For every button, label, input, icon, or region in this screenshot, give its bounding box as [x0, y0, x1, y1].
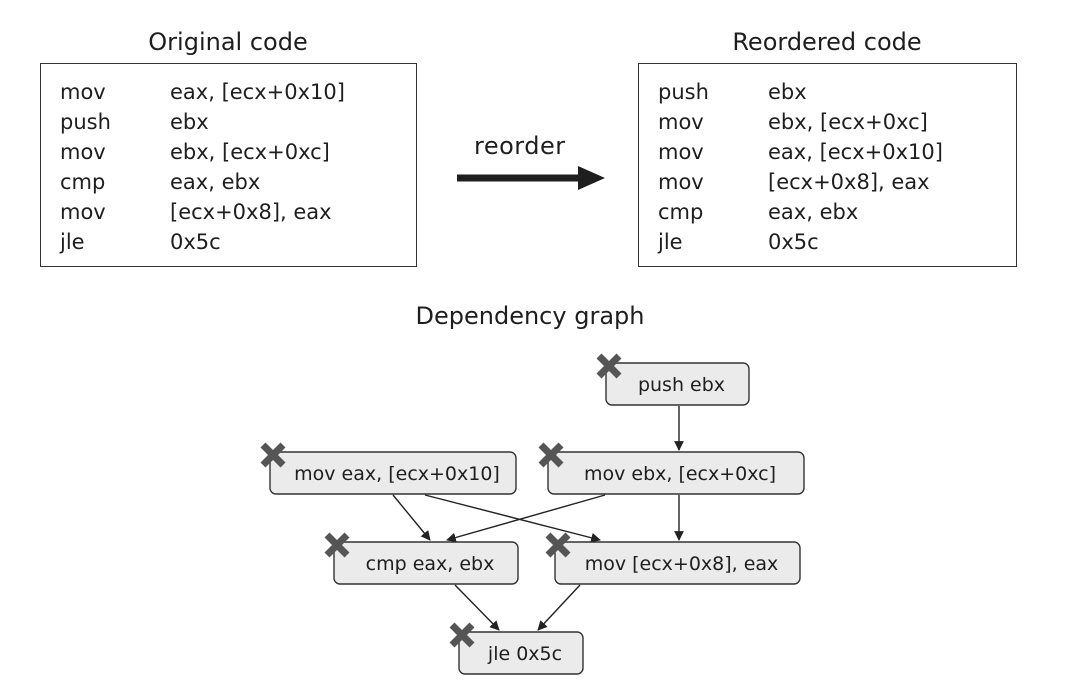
graph-node-box: [333, 541, 519, 585]
instruction-opcode: mov: [658, 170, 704, 194]
instruction-operands: eax, ebx: [170, 170, 261, 194]
graph-node-cmp: cmp eax, ebx: [324, 532, 519, 585]
reordered-code-title: Reordered code: [732, 28, 922, 56]
instruction-operands: eax, [ecx+0x10]: [170, 80, 345, 104]
dependency-edge-moveax-to-movmem: [424, 494, 601, 543]
instruction-operands: ebx, [ecx+0xc]: [768, 110, 928, 134]
x-mark-icon: [324, 532, 350, 558]
instruction-opcode: cmp: [60, 170, 106, 194]
graph-node-label: cmp eax, ebx: [366, 553, 495, 575]
instruction-operands: ebx: [170, 110, 209, 134]
graph-node-movmem: mov [ecx+0x8], eax: [545, 532, 801, 585]
instruction-operands: eax, ebx: [768, 200, 859, 224]
x-mark-icon: [538, 442, 564, 468]
graph-node-box: [554, 541, 801, 585]
x-mark-icon: [260, 442, 286, 468]
instruction-operands: 0x5c: [170, 230, 221, 254]
graph-node-box: [605, 362, 750, 406]
instruction-operands: [ecx+0x8], eax: [170, 200, 332, 224]
graph-node-box: [458, 631, 584, 675]
graph-node-label: mov [ecx+0x8], eax: [585, 553, 779, 575]
dependency-edge-cmp-to-jle: [454, 584, 500, 631]
reorder-arrow: [457, 166, 605, 190]
instruction-operands: [ecx+0x8], eax: [768, 170, 930, 194]
graph-node-moveax: mov eax, [ecx+0x10]: [260, 442, 517, 495]
x-mark-icon: [545, 532, 571, 558]
graph-node-label: jle 0x5c: [487, 643, 562, 665]
instruction-opcode: mov: [658, 110, 704, 134]
graph-node-label: push ebx: [638, 374, 725, 396]
instruction-opcode: cmp: [658, 200, 704, 224]
instruction-opcode: jle: [658, 230, 683, 254]
graph-node-box: [547, 451, 805, 495]
original-code-title: Original code: [148, 28, 308, 56]
dependency-graph-title: Dependency graph: [415, 302, 645, 330]
graph-node-label: mov ebx, [ecx+0xc]: [584, 463, 776, 485]
instruction-opcode: mov: [60, 200, 106, 224]
dependency-edge-moveax-to-cmp: [392, 494, 431, 541]
graph-node-label: mov eax, [ecx+0x10]: [294, 463, 500, 485]
instruction-opcode: mov: [60, 140, 106, 164]
instruction-opcode: push: [60, 110, 111, 134]
original-code-box: mov eax, [ecx+0x10] push ebx mov ebx, [ecx+0x…: [40, 63, 417, 267]
x-mark-icon: [449, 622, 475, 648]
reorder-label: reorder: [474, 132, 566, 160]
instruction-operands: 0x5c: [768, 230, 819, 254]
instruction-operands: ebx, [ecx+0xc]: [170, 140, 330, 164]
graph-node-jle: jle 0x5c: [449, 622, 584, 675]
instruction-operands: ebx: [768, 80, 807, 104]
dependency-edge-movebx-to-cmp: [446, 494, 606, 543]
graph-node-push: push ebx: [596, 353, 750, 406]
instruction-opcode: jle: [60, 230, 85, 254]
instruction-opcode: push: [658, 80, 709, 104]
graph-node-box: [269, 451, 517, 495]
instruction-opcode: mov: [658, 140, 704, 164]
x-mark-icon: [596, 353, 622, 379]
graph-node-movebx: mov ebx, [ecx+0xc]: [538, 442, 805, 495]
instruction-opcode: mov: [60, 80, 106, 104]
dependency-edge-movmem-to-jle: [537, 584, 581, 631]
reordered-code-box: push ebx mov ebx, [ecx+0xc] mov eax, [ecx+0x1…: [638, 63, 1017, 267]
instruction-operands: eax, [ecx+0x10]: [768, 140, 943, 164]
